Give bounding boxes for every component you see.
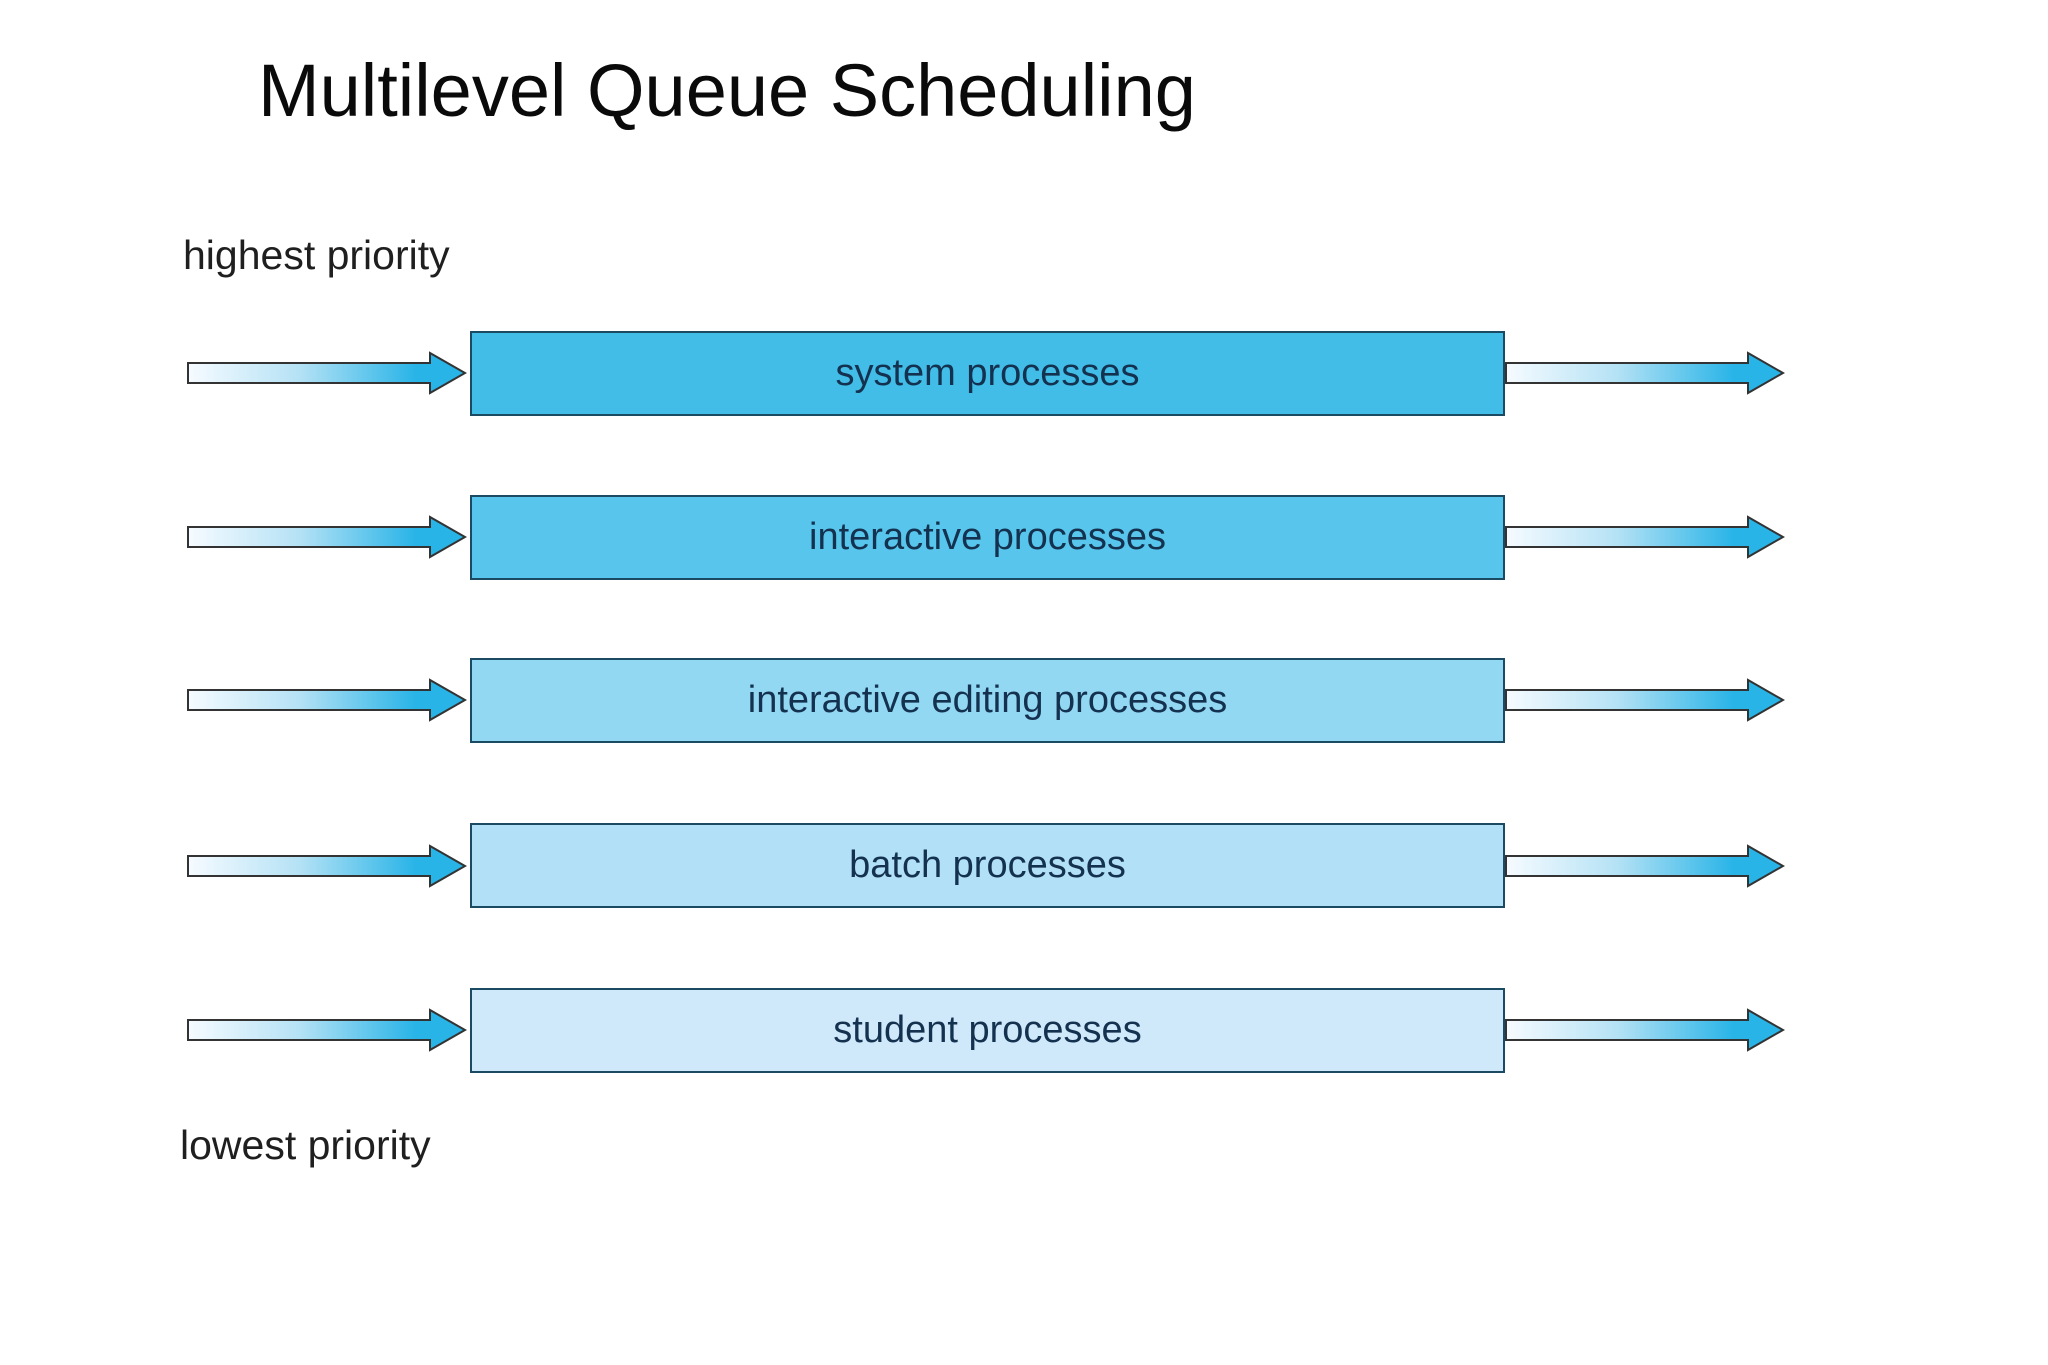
queue-label: batch processes bbox=[849, 844, 1126, 886]
queue-label: student processes bbox=[833, 1009, 1142, 1051]
out-arrow-icon bbox=[1505, 515, 1785, 559]
in-arrow-icon bbox=[187, 844, 467, 888]
queue-label: system processes bbox=[835, 352, 1140, 394]
queue-box: interactive editing processes bbox=[470, 658, 1505, 743]
out-arrow-icon bbox=[1505, 1008, 1785, 1052]
out-arrow-icon bbox=[1505, 351, 1785, 395]
in-arrow-icon bbox=[187, 678, 467, 722]
out-arrow-icon bbox=[1505, 844, 1785, 888]
in-arrow-icon bbox=[187, 351, 467, 395]
queue-label: interactive processes bbox=[809, 516, 1166, 558]
queue-box: system processes bbox=[470, 331, 1505, 416]
highest-priority-label: highest priority bbox=[183, 232, 450, 278]
slide-title: Multilevel Queue Scheduling bbox=[258, 49, 1196, 132]
in-arrow-icon bbox=[187, 1008, 467, 1052]
queue-box: interactive processes bbox=[470, 495, 1505, 580]
queue-box: batch processes bbox=[470, 823, 1505, 908]
out-arrow-icon bbox=[1505, 678, 1785, 722]
in-arrow-icon bbox=[187, 515, 467, 559]
queue-box: student processes bbox=[470, 988, 1505, 1073]
lowest-priority-label: lowest priority bbox=[180, 1122, 431, 1168]
queue-label: interactive editing processes bbox=[747, 679, 1228, 721]
